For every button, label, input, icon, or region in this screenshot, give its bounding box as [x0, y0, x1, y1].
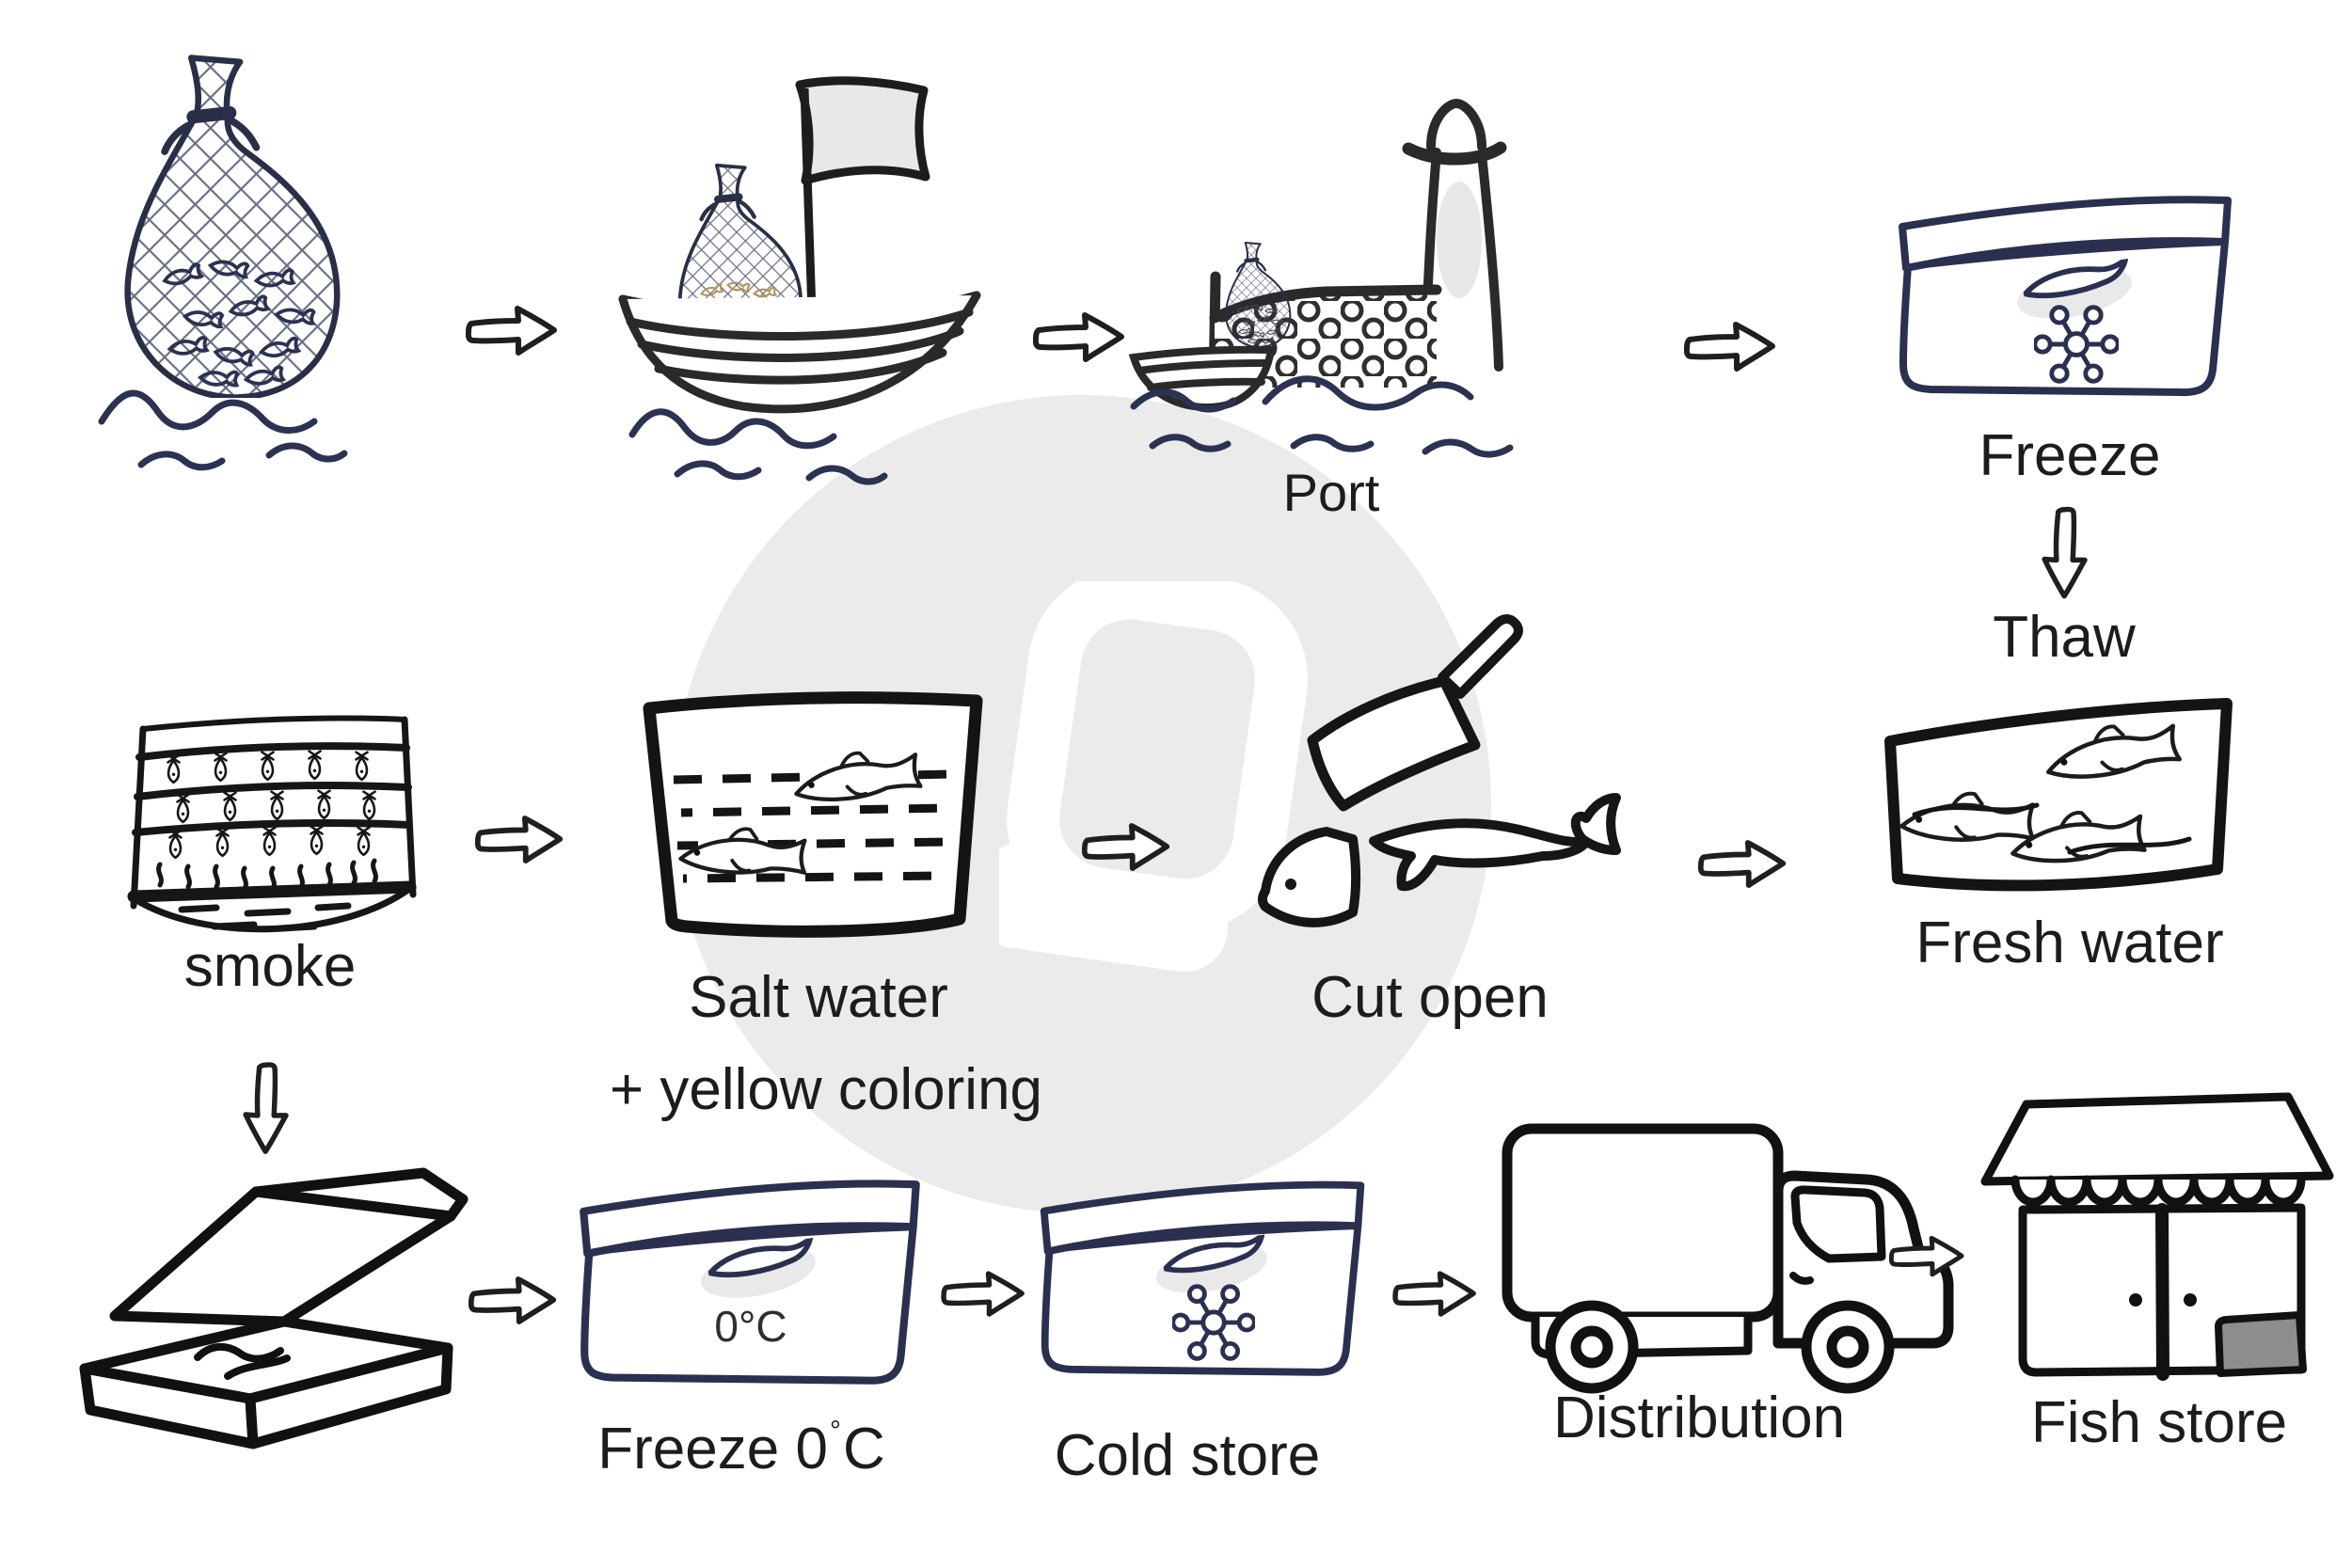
- cold-store-box-icon: [1035, 1164, 1375, 1398]
- salt-water-label-line2: + yellow coloring: [609, 1057, 1043, 1122]
- hull-icon: [618, 291, 981, 414]
- truck-cargo: [1502, 1123, 1784, 1323]
- port-icon: [1124, 75, 1524, 466]
- smoke-house-icon: [127, 710, 417, 941]
- thaw-label: Thaw: [1993, 605, 2136, 670]
- freeze-label: Freeze: [1979, 423, 2161, 488]
- waves-icon: [628, 408, 888, 485]
- truck-wheel-hub: [1826, 1325, 1869, 1369]
- freeze-0c-box-icon: 0°C: [574, 1166, 931, 1403]
- right-arrow-icon: [469, 1270, 559, 1337]
- fishing-boat-icon: [612, 75, 988, 485]
- right-arrow-icon: [466, 299, 560, 368]
- waves-icon: [98, 389, 348, 471]
- small-boat-icon: [1128, 345, 1276, 412]
- box-lid: [109, 1186, 456, 1327]
- store-door-divider: [2155, 1203, 2169, 1381]
- truck-door-handle: [1789, 1272, 1814, 1285]
- cut-open-label: Cut open: [1311, 965, 1549, 1030]
- right-arrow-icon: [1889, 1230, 1966, 1288]
- degree-symbol: °: [829, 1416, 841, 1447]
- right-arrow-icon: [941, 1265, 1027, 1328]
- packing-box-icon: [56, 1162, 470, 1453]
- truck-icon: [1498, 1117, 1954, 1400]
- waves-icon: [1130, 375, 1514, 458]
- cleaver-icon: [1307, 614, 1523, 812]
- door-handle: [2184, 1293, 2197, 1307]
- cold-store-label: Cold store: [1054, 1423, 1321, 1488]
- down-arrow-icon: [2036, 506, 2094, 607]
- fish-store-label: Fish store: [2030, 1390, 2288, 1455]
- truck-wheel-hub: [1570, 1325, 1613, 1369]
- freeze-0c-prefix: Freeze 0: [597, 1417, 828, 1481]
- lighthouse-icon: [1402, 98, 1507, 372]
- fresh-water-tray-icon: [1877, 685, 2249, 911]
- right-arrow-icon: [1684, 315, 1778, 384]
- flag-icon: [795, 76, 930, 185]
- salt-water-label-line1: Salt water: [689, 965, 948, 1030]
- salt-water-tank-icon: [630, 689, 993, 953]
- cut-open-icon: [1251, 613, 1628, 975]
- fresh-water-label: Fresh water: [1915, 911, 2224, 975]
- fish-store-icon: [1978, 1089, 2335, 1386]
- right-arrow-icon: [1033, 306, 1127, 374]
- cut-fish-icon: [1258, 793, 1621, 927]
- mast-icon: [800, 87, 817, 313]
- freeze-0c-unit: C: [842, 1417, 885, 1481]
- box-temp-text: 0°C: [714, 1302, 787, 1351]
- smoke-label: smoke: [183, 934, 357, 999]
- hanging-fish-row: [167, 750, 376, 860]
- watermark-logo: [999, 581, 1308, 973]
- store-roof: [1980, 1092, 2334, 1186]
- store-awning: [2010, 1175, 2306, 1207]
- fish-in-box: [194, 1342, 291, 1380]
- port-label: Port: [1282, 463, 1380, 522]
- door-handle: [2129, 1293, 2142, 1307]
- right-arrow-icon: [475, 809, 565, 876]
- lighthouse-shadow: [1437, 182, 1482, 298]
- truck-window: [1790, 1185, 1886, 1263]
- right-arrow-icon: [1082, 816, 1172, 883]
- box-front-right: [245, 1342, 453, 1449]
- fishing-net-icon: [85, 47, 367, 471]
- net-on-pier-icon: [1226, 243, 1290, 347]
- right-arrow-icon: [1392, 1265, 1479, 1328]
- store-sign: [2215, 1311, 2307, 1377]
- distribution-label: Distribution: [1552, 1386, 1846, 1450]
- down-arrow-icon: [237, 1055, 295, 1168]
- right-arrow-icon: [1698, 833, 1788, 900]
- freezer-box-icon: [1893, 183, 2243, 414]
- freeze-0c-label: Freeze 0°C: [597, 1416, 885, 1481]
